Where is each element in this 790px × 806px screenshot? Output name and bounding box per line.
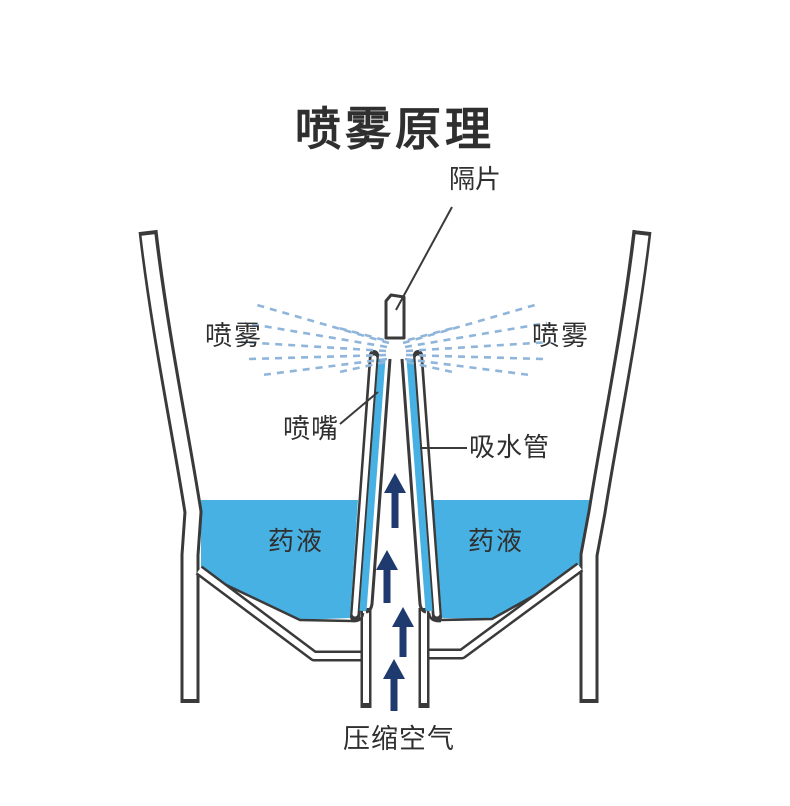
label-nozzle: 喷嘴 bbox=[283, 414, 339, 444]
liquid-right bbox=[433, 500, 590, 622]
label-suction-tube: 吸水管 bbox=[469, 432, 551, 462]
label-spray-left: 喷雾 bbox=[205, 321, 263, 351]
diagram-title: 喷雾原理 bbox=[295, 103, 495, 155]
liquid-left bbox=[200, 500, 358, 623]
leader-lines bbox=[339, 206, 467, 449]
label-baffle: 隔片 bbox=[449, 164, 502, 194]
funnel-right bbox=[422, 562, 584, 660]
nozzle-assembly-right bbox=[400, 350, 442, 622]
spray-dashes-left bbox=[240, 303, 390, 377]
container-wall-right bbox=[579, 229, 652, 703]
container-wall-left bbox=[138, 229, 203, 703]
baffle-leader-line bbox=[395, 206, 453, 311]
air-inlet-tube bbox=[351, 608, 442, 708]
nozzle-leader-line bbox=[339, 391, 379, 425]
air-flow-arrows bbox=[376, 473, 414, 711]
spray-dashes-right bbox=[402, 303, 552, 377]
label-compressed-air: 压缩空气 bbox=[343, 724, 455, 754]
label-spray-right: 喷雾 bbox=[532, 321, 590, 351]
label-liquid-right: 药液 bbox=[468, 526, 525, 556]
baffle-shape bbox=[384, 293, 406, 340]
funnel-left bbox=[195, 565, 370, 662]
label-liquid-left: 药液 bbox=[268, 526, 325, 556]
